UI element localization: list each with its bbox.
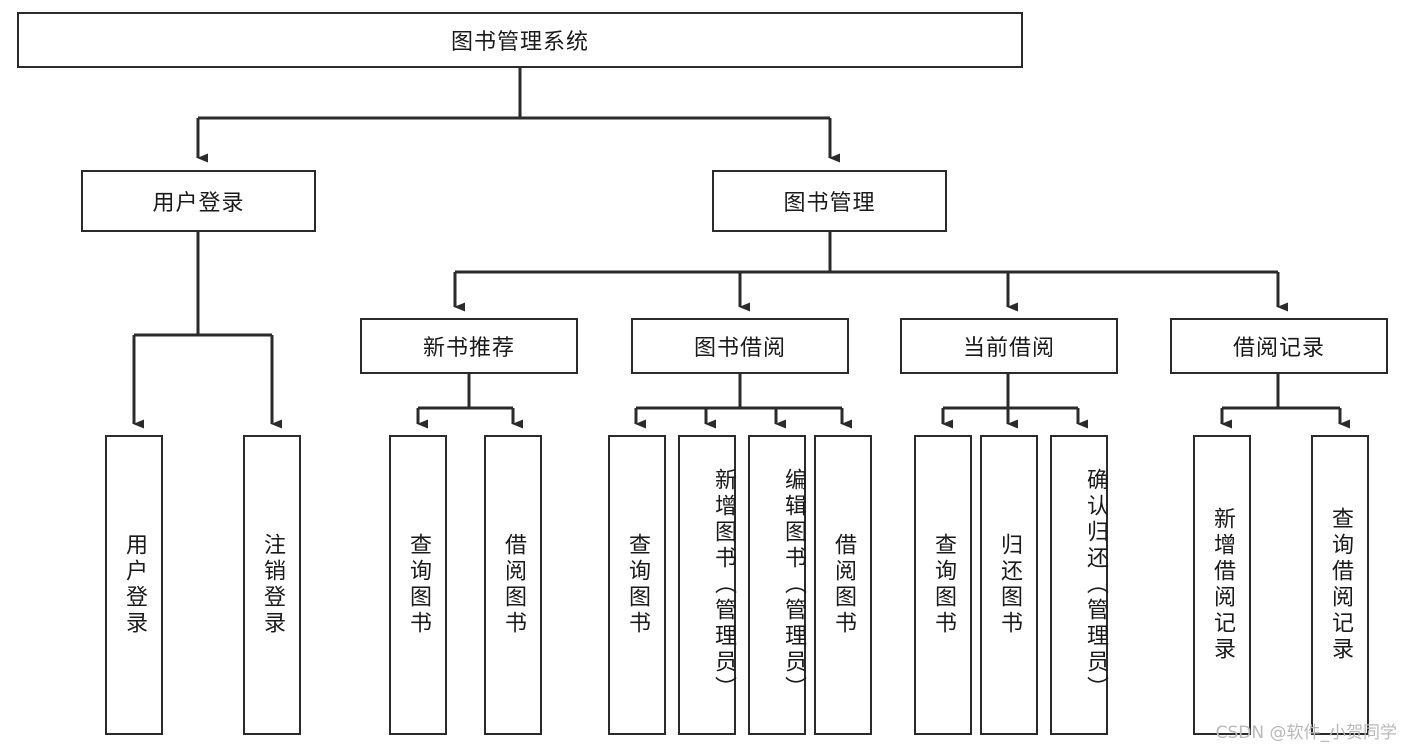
leaf-borrow-add-book[interactable]: 新增图书（管理员）	[678, 435, 736, 735]
leaf-current-confirm-return-label: 确认归还（管理员）	[1083, 468, 1108, 702]
leaf-user-login-logout-label: 注销登录	[260, 533, 285, 637]
node-user-login[interactable]: 用户登录	[81, 170, 316, 232]
node-root[interactable]: 图书管理系统	[17, 12, 1023, 68]
node-root-label: 图书管理系统	[450, 30, 589, 55]
leaf-new-book-query[interactable]: 查询图书	[389, 435, 447, 735]
node-book-management[interactable]: 图书管理	[712, 170, 947, 232]
leaf-user-login-login-label: 用户登录	[122, 533, 147, 637]
leaf-record-add-label: 新增借阅记录	[1210, 507, 1235, 663]
node-book-borrow-label: 图书借阅	[693, 336, 786, 361]
leaf-record-query-label: 查询借阅记录	[1328, 507, 1353, 663]
leaf-current-query-book[interactable]: 查询图书	[914, 435, 972, 735]
leaf-borrow-borrow-book-label: 借阅图书	[831, 533, 856, 637]
leaf-user-login-login[interactable]: 用户登录	[105, 435, 163, 735]
leaf-borrow-query-book[interactable]: 查询图书	[608, 435, 666, 735]
node-borrow-record[interactable]: 借阅记录	[1170, 318, 1388, 374]
leaf-borrow-borrow-book[interactable]: 借阅图书	[814, 435, 872, 735]
leaf-current-return-book[interactable]: 归还图书	[980, 435, 1038, 735]
node-borrow-record-label: 借阅记录	[1232, 336, 1325, 361]
leaf-record-query[interactable]: 查询借阅记录	[1311, 435, 1369, 735]
node-book-borrow[interactable]: 图书借阅	[631, 318, 849, 374]
leaf-borrow-query-book-label: 查询图书	[625, 533, 650, 637]
leaf-borrow-edit-book-label: 编辑图书（管理员）	[781, 468, 806, 702]
leaf-new-book-borrow-label: 借阅图书	[501, 533, 526, 637]
leaf-borrow-edit-book[interactable]: 编辑图书（管理员）	[748, 435, 806, 735]
leaf-current-return-book-label: 归还图书	[997, 533, 1022, 637]
node-book-management-label: 图书管理	[783, 191, 876, 216]
node-new-book-recommend-label: 新书推荐	[422, 336, 515, 361]
node-current-borrow[interactable]: 当前借阅	[900, 318, 1118, 374]
leaf-current-query-book-label: 查询图书	[931, 533, 956, 637]
node-new-book-recommend[interactable]: 新书推荐	[360, 318, 578, 374]
node-current-borrow-label: 当前借阅	[962, 336, 1055, 361]
leaf-record-add[interactable]: 新增借阅记录	[1193, 435, 1251, 735]
node-user-login-label: 用户登录	[152, 191, 245, 216]
leaf-current-confirm-return[interactable]: 确认归还（管理员）	[1050, 435, 1108, 735]
leaf-user-login-logout[interactable]: 注销登录	[243, 435, 301, 735]
leaf-borrow-add-book-label: 新增图书（管理员）	[711, 468, 736, 702]
leaf-new-book-query-label: 查询图书	[406, 533, 431, 637]
leaf-new-book-borrow[interactable]: 借阅图书	[484, 435, 542, 735]
